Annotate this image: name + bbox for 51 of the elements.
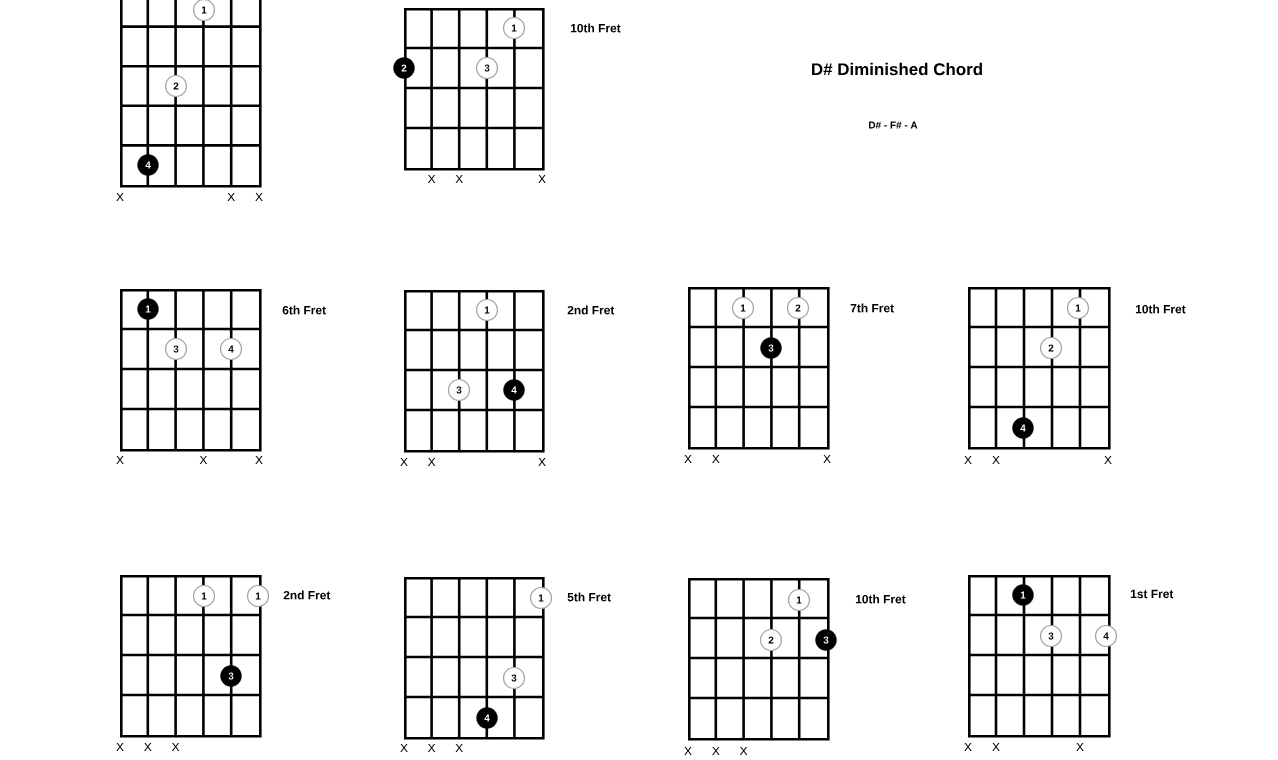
- chord-grid: [402, 288, 545, 453]
- muted-string-mark: X: [455, 743, 463, 753]
- chord-notes: D# - F# - A: [869, 121, 918, 129]
- chord-grid: [118, 0, 262, 188]
- chord-grid: [402, 6, 545, 171]
- muted-string-mark: X: [400, 457, 408, 467]
- muted-string-mark: X: [964, 455, 972, 465]
- muted-string-mark: X: [538, 457, 546, 467]
- muted-string-mark: X: [227, 192, 235, 202]
- chord-grid: [966, 573, 1111, 738]
- fret-label: 10th Fret: [1135, 304, 1186, 314]
- muted-string-mark: X: [1076, 742, 1084, 752]
- fret-label: 1st Fret: [1130, 589, 1174, 599]
- fret-label: 6th Fret: [282, 305, 326, 315]
- fret-label: 5th Fret: [567, 592, 611, 602]
- fret-label: 10th Fret: [570, 23, 621, 33]
- muted-string-mark: X: [455, 174, 463, 184]
- muted-string-mark: X: [739, 746, 748, 756]
- muted-string-mark: X: [992, 742, 1000, 752]
- muted-string-mark: X: [1104, 455, 1112, 465]
- muted-string-mark: X: [427, 174, 436, 184]
- muted-string-mark: X: [199, 455, 208, 465]
- title: D# Diminished Chord: [812, 62, 982, 76]
- muted-string-mark: X: [712, 746, 720, 756]
- muted-string-mark: X: [684, 454, 692, 464]
- fret-label: 10th Fret: [855, 594, 906, 604]
- chord-grid: [118, 573, 262, 738]
- muted-string-mark: X: [712, 454, 720, 464]
- muted-string-mark: X: [116, 742, 124, 752]
- fret-label: 2nd Fret: [283, 590, 331, 600]
- chord-grid: [966, 285, 1111, 450]
- fret-label: 2nd Fret: [567, 305, 615, 315]
- muted-string-mark: X: [116, 192, 124, 202]
- chord-grid: [402, 575, 545, 740]
- muted-string-mark: X: [964, 742, 972, 752]
- fret-label: 7th Fret: [850, 303, 894, 313]
- muted-string-mark: X: [823, 454, 831, 464]
- muted-string-mark: X: [116, 455, 124, 465]
- muted-string-mark: X: [400, 743, 408, 753]
- muted-string-mark: X: [992, 455, 1000, 465]
- muted-string-mark: X: [255, 192, 263, 202]
- muted-string-mark: X: [684, 746, 692, 756]
- muted-string-mark: X: [538, 174, 546, 184]
- muted-string-mark: X: [144, 742, 152, 752]
- muted-string-mark: X: [427, 457, 436, 467]
- muted-string-mark: X: [171, 742, 180, 752]
- muted-string-mark: X: [255, 455, 263, 465]
- chord-grid: [118, 287, 262, 452]
- chord-grid: [686, 576, 830, 741]
- chord-grid: [686, 285, 830, 450]
- muted-string-mark: X: [427, 743, 436, 753]
